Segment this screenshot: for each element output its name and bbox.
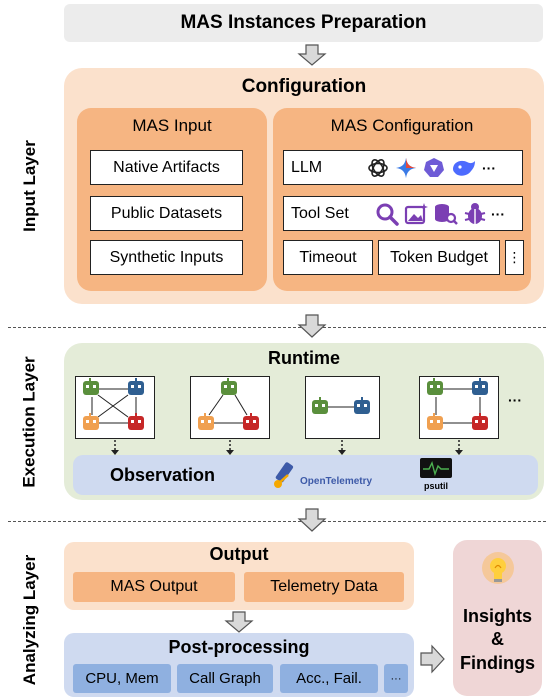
mas-output-label: MAS Output bbox=[110, 578, 198, 595]
observation-bar bbox=[73, 455, 538, 495]
bug-icon bbox=[464, 202, 486, 224]
timeout-box: Timeout bbox=[283, 240, 373, 275]
synthetic-inputs-box: Synthetic Inputs bbox=[90, 240, 243, 275]
telescope-icon bbox=[274, 462, 294, 488]
down-arrow-icon bbox=[224, 611, 254, 633]
more-post-chip: ··· bbox=[384, 664, 408, 693]
psutil-text: psutil bbox=[424, 481, 448, 491]
insights-line1: Insights bbox=[462, 605, 532, 626]
synthetic-inputs-label: Synthetic Inputs bbox=[109, 248, 224, 266]
execution-layer-label: Execution Layer bbox=[20, 356, 40, 488]
observation-arrows bbox=[111, 440, 463, 455]
agent-orange-icon bbox=[427, 413, 443, 430]
more-config-box: ⋮ bbox=[505, 240, 524, 275]
llm-label: LLM bbox=[291, 158, 323, 176]
public-datasets-label: Public Datasets bbox=[110, 204, 223, 222]
runtime-title: Runtime bbox=[268, 347, 340, 368]
separator-input-execution bbox=[8, 327, 546, 328]
cpu-mem-label: CPU, Mem bbox=[85, 670, 159, 687]
search-icon bbox=[376, 203, 399, 226]
cpu-mem-chip: CPU, Mem bbox=[73, 664, 171, 693]
topology-pair bbox=[305, 376, 380, 439]
tool-set-row: Tool Set ··· bbox=[283, 196, 523, 231]
topology-full-mesh bbox=[75, 376, 155, 439]
insights-findings-text: Insights & Findings bbox=[453, 600, 542, 680]
agent-green-icon bbox=[221, 378, 237, 395]
psutil-logo: psutil bbox=[415, 457, 457, 493]
topology-tree bbox=[190, 376, 270, 439]
mas-input-title: MAS Input bbox=[132, 116, 212, 135]
more-config-label: ⋮ bbox=[507, 249, 522, 265]
token-budget-label: Token Budget bbox=[390, 248, 488, 266]
public-datasets-box: Public Datasets bbox=[90, 196, 243, 231]
agent-red-icon bbox=[243, 413, 259, 430]
call-graph-label: Call Graph bbox=[189, 670, 261, 687]
agent-red-icon bbox=[128, 413, 144, 430]
insights-line2: & bbox=[491, 629, 504, 650]
down-arrow-icon bbox=[297, 508, 327, 532]
timeout-label: Timeout bbox=[299, 248, 357, 266]
mas-instances-preparation-bar: MAS Instances Preparation bbox=[64, 4, 543, 42]
separator-execution-analyzing bbox=[8, 521, 546, 522]
database-search-icon bbox=[435, 203, 458, 225]
tool-set-more: ··· bbox=[491, 205, 505, 222]
agent-orange-icon bbox=[198, 413, 214, 430]
mas-output-chip: MAS Output bbox=[73, 572, 235, 602]
agent-green-icon bbox=[83, 378, 99, 395]
agent-orange-icon bbox=[83, 413, 99, 430]
opentelemetry-text: OpenTelemetry bbox=[300, 475, 373, 487]
monitor-icon bbox=[420, 458, 452, 478]
configuration-title: Configuration bbox=[241, 76, 367, 97]
agent-red-icon bbox=[472, 413, 488, 430]
telemetry-data-chip: Telemetry Data bbox=[244, 572, 404, 602]
acc-fail-label: Acc., Fail. bbox=[296, 670, 362, 687]
acc-fail-chip: Acc., Fail. bbox=[280, 664, 378, 693]
call-graph-chip: Call Graph bbox=[177, 664, 273, 693]
agent-blue-icon bbox=[128, 378, 144, 395]
agent-blue-icon bbox=[472, 378, 488, 395]
analyzing-layer-label: Analyzing Layer bbox=[20, 554, 39, 686]
output-title: Output bbox=[209, 543, 269, 564]
agent-green-icon bbox=[427, 378, 443, 395]
down-arrow-icon bbox=[297, 314, 327, 338]
agent-blue-icon bbox=[354, 397, 370, 414]
tool-set-label: Tool Set bbox=[291, 204, 349, 222]
topology-ring bbox=[419, 376, 499, 439]
llm-more: ··· bbox=[482, 159, 496, 176]
token-budget-box: Token Budget bbox=[378, 240, 500, 275]
image-gen-icon bbox=[404, 202, 428, 224]
model-icon bbox=[424, 157, 444, 177]
more-topologies: ··· bbox=[508, 392, 522, 408]
mas-instances-preparation-title: MAS Instances Preparation bbox=[180, 12, 427, 33]
observation-label: Observation bbox=[110, 465, 216, 485]
mas-configuration-title: MAS Configuration bbox=[330, 116, 474, 135]
native-artifacts-label: Native Artifacts bbox=[113, 158, 220, 176]
right-arrow-icon bbox=[420, 644, 445, 674]
deepseek-icon bbox=[453, 160, 475, 176]
gemini-icon bbox=[395, 157, 417, 178]
more-post-label: ··· bbox=[390, 672, 402, 685]
agent-green-icon bbox=[312, 397, 328, 414]
native-artifacts-box: Native Artifacts bbox=[90, 150, 243, 185]
opentelemetry-logo: OpenTelemetry bbox=[270, 460, 372, 490]
insights-line3: Findings bbox=[460, 652, 535, 673]
telemetry-data-label: Telemetry Data bbox=[270, 578, 378, 595]
openai-icon bbox=[368, 158, 388, 177]
lightbulb-icon bbox=[482, 552, 514, 584]
input-layer-label: Input Layer bbox=[20, 140, 39, 232]
llm-row: LLM ··· bbox=[283, 150, 523, 185]
post-processing-title: Post-processing bbox=[168, 636, 310, 657]
down-arrow-icon bbox=[297, 44, 327, 66]
